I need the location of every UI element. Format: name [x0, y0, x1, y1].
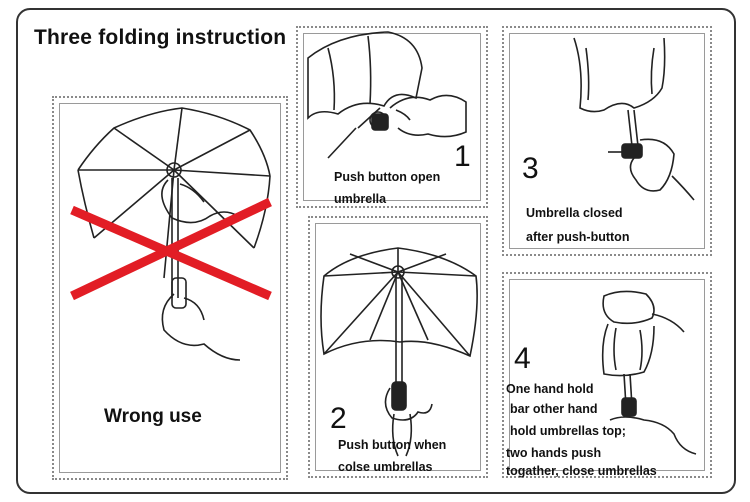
- step-1-text-line-1: Push button open: [334, 170, 441, 184]
- step-4-text-line-2: bar other hand: [510, 402, 598, 416]
- page-title: Three folding instruction: [34, 26, 287, 49]
- step-3-number: 3: [522, 152, 539, 185]
- wrong-use-panel: Wrong use: [52, 96, 288, 480]
- wrong-use-label: Wrong use: [104, 406, 202, 427]
- step-3-panel: 3 Umbrella closed after push-button: [502, 26, 712, 256]
- step-4-number: 4: [514, 342, 531, 375]
- step-2-number: 2: [330, 402, 347, 435]
- step-3-text-line-2: after push-button: [526, 230, 630, 244]
- step-2-text-line-2: colse umbrellas: [338, 460, 433, 474]
- step-4-panel: 4 One hand hold bar other hand hold umbr…: [502, 272, 712, 478]
- step-4-illustration: [601, 290, 697, 455]
- step-1-panel: 1 Push button open umbrella: [296, 26, 488, 208]
- step-4-text-line-1: One hand hold: [506, 382, 594, 396]
- step-1-number: 1: [454, 140, 471, 173]
- wrong-use-illustration: [70, 107, 272, 361]
- step-4-text-line-4: two hands push: [506, 446, 602, 460]
- step-3-text-line-1: Umbrella closed: [526, 206, 623, 220]
- step-1-text-line-2: umbrella: [334, 192, 387, 206]
- step-2-illustration: [320, 247, 478, 457]
- step-2-panel: 2 Push button when colse umbrellas: [308, 216, 488, 478]
- step-1-illustration: [307, 31, 467, 159]
- step-4-text-line-5: togather, close umbrellas: [506, 464, 657, 478]
- step-2-text-line-1: Push button when: [338, 438, 447, 452]
- step-4-text-line-3: hold umbrellas top;: [510, 424, 626, 438]
- step-3-illustration: [573, 37, 695, 201]
